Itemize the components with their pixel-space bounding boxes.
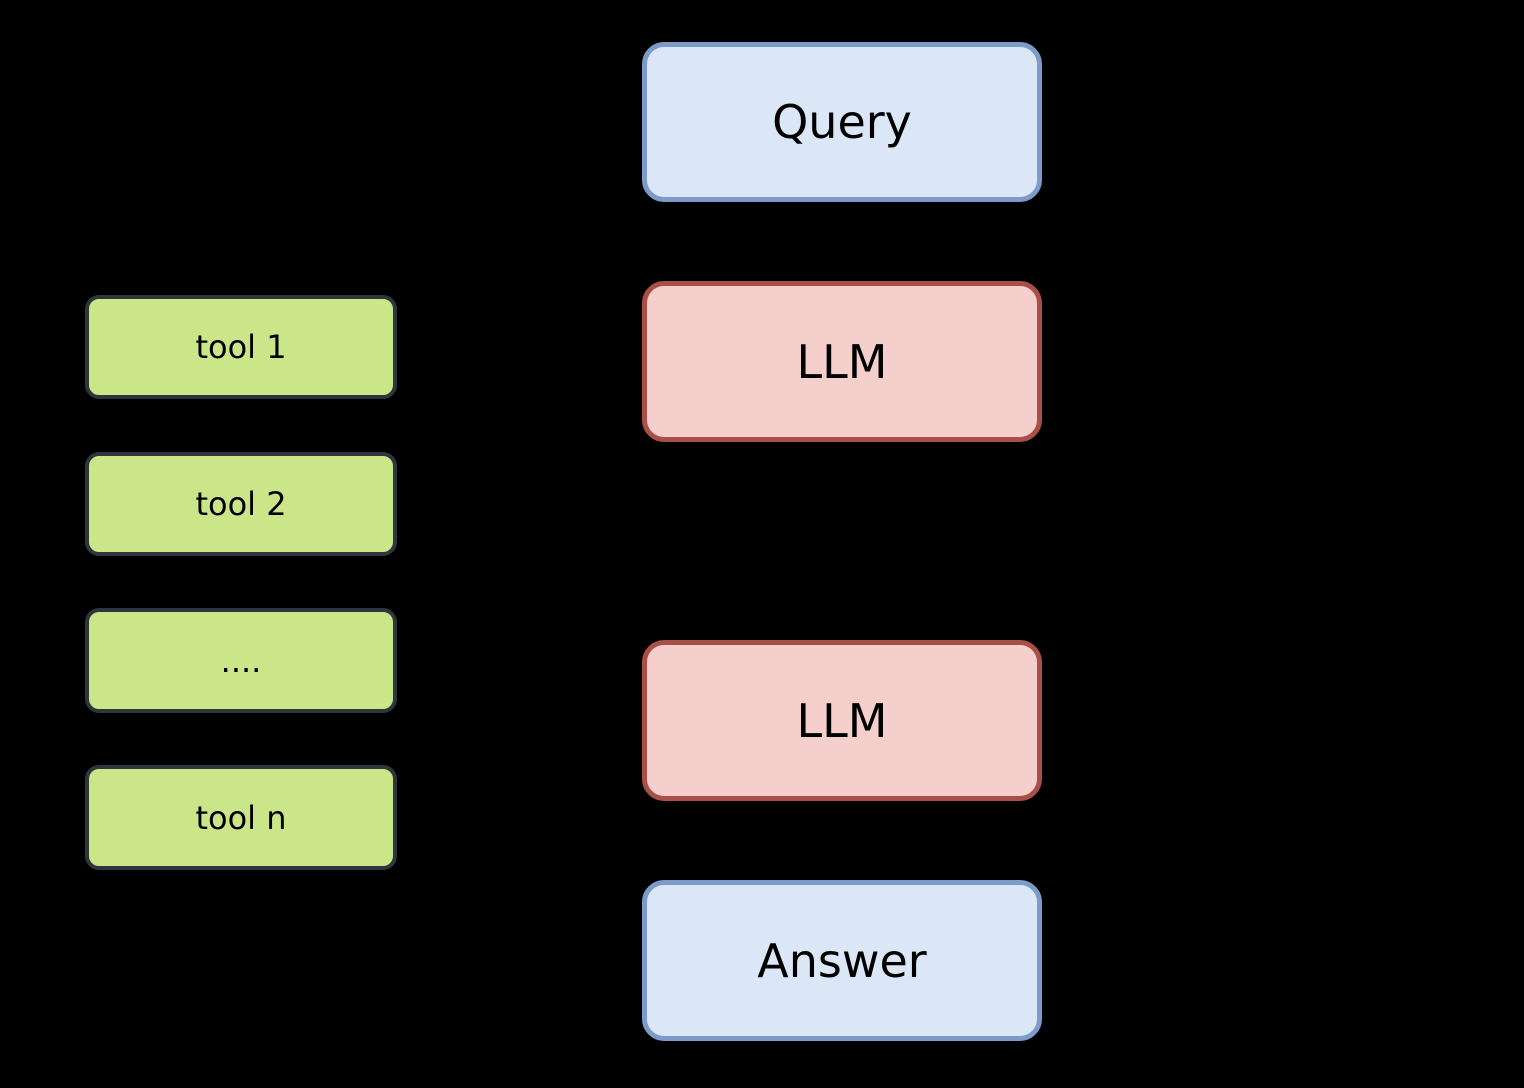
llm-1-node-label: LLM bbox=[796, 334, 888, 389]
query-node-label: Query bbox=[772, 95, 912, 149]
flow-node-llm-2: LLM bbox=[642, 640, 1042, 801]
tool-n-label: tool n bbox=[195, 798, 287, 837]
flow-node-query: Query bbox=[642, 42, 1042, 202]
tool-1-label: tool 1 bbox=[195, 328, 287, 366]
tool-node-1: tool 1 bbox=[85, 295, 397, 399]
tool-2-label: tool 2 bbox=[195, 485, 287, 523]
llm-2-node-label: LLM bbox=[796, 693, 888, 748]
tool-node-ellipsis: .... bbox=[85, 608, 397, 713]
flow-node-llm-1: LLM bbox=[642, 281, 1042, 442]
flow-node-answer: Answer bbox=[642, 880, 1042, 1041]
tool-ellipsis-label: .... bbox=[220, 641, 262, 680]
tool-node-n: tool n bbox=[85, 765, 397, 870]
answer-node-label: Answer bbox=[757, 933, 927, 988]
tool-node-2: tool 2 bbox=[85, 452, 397, 556]
